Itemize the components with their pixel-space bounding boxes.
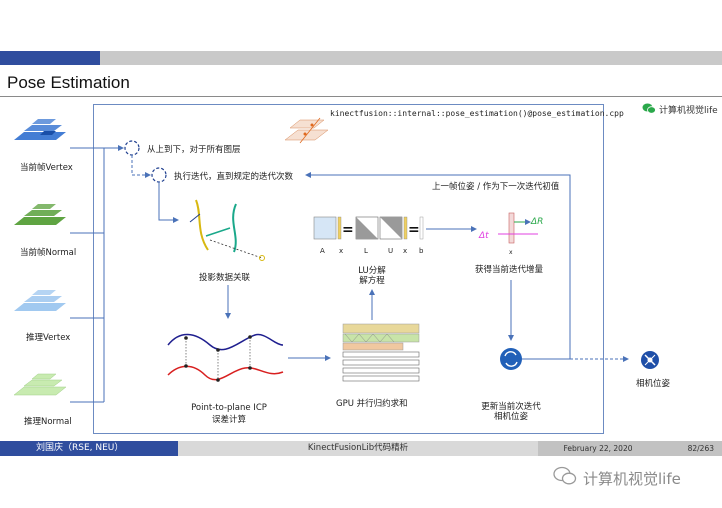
input-vertex-current-icon xyxy=(14,119,66,140)
projective-association-icon xyxy=(189,199,265,261)
icp-curves-icon xyxy=(167,333,284,382)
input-vertex-predicted-label: 推理Vertex xyxy=(26,333,71,343)
eq-operator-2: = xyxy=(408,222,420,238)
eq-sym-l: L xyxy=(364,247,368,255)
input-normal-predicted-label: 推理Normal xyxy=(24,417,72,427)
loop-iterations-label: 执行迭代，直到规定的迭代次数 xyxy=(174,172,294,182)
update-label-line1: 更新当前次迭代 xyxy=(481,402,541,412)
lu-label-line1: LU分解 xyxy=(358,266,386,276)
footer-date: February 22, 2020 xyxy=(538,441,658,456)
header-accent-bar xyxy=(0,51,100,65)
increment-label: 获得当前迭代增量 xyxy=(475,265,544,275)
icp-label-line2: 误差计算 xyxy=(211,415,246,425)
eq-sym-b: b xyxy=(419,247,424,255)
delta-t-label: Δt xyxy=(478,231,489,241)
icp-label-line1: Point-to-plane ICP xyxy=(191,403,267,413)
input-normal-current-label: 当前帧Normal xyxy=(20,248,77,258)
wechat-watermark-icon xyxy=(553,466,577,485)
loop-layers-label: 从上到下，对于所有图层 xyxy=(147,145,241,155)
pyramid-icon xyxy=(284,117,329,144)
eq-operator-1: = xyxy=(342,222,354,238)
wechat-icon xyxy=(642,103,656,114)
increment-icon xyxy=(498,212,538,244)
footer-subject: KinectFusionLib代码精析 xyxy=(178,441,538,456)
camera-pose-icon xyxy=(641,351,659,369)
loop-iterations-icon xyxy=(151,167,167,183)
association-label: 投影数据关联 xyxy=(199,273,251,283)
watermark-small: 计算机视觉life xyxy=(659,106,718,116)
eq-sym-x1: x xyxy=(339,247,343,255)
eq-sym-x2: x xyxy=(403,247,407,255)
loop-layers-icon xyxy=(124,140,140,156)
update-pose-icon xyxy=(500,348,522,370)
diagram-frame xyxy=(93,104,604,434)
update-label-line2: 相机位姿 xyxy=(493,412,528,422)
output-label: 相机位姿 xyxy=(636,379,671,389)
eq-sym-a: A xyxy=(320,247,325,255)
gpu-reduction-icon xyxy=(342,323,420,382)
lu-equation-icon xyxy=(313,216,424,240)
input-normal-predicted-icon xyxy=(13,373,67,396)
delta-r-label: ΔR xyxy=(530,217,543,227)
feedback-label: 上一帧位姿 / 作为下一次迭代初值 xyxy=(432,182,560,192)
watermark-large: 计算机视觉life xyxy=(583,470,681,488)
gpu-reduction-label: GPU 并行归约求和 xyxy=(336,399,408,409)
footer-author: 刘国庆（RSE, NEU） xyxy=(0,441,178,456)
increment-x-label: x xyxy=(509,249,513,256)
header-bar xyxy=(100,51,722,65)
input-normal-current-icon xyxy=(14,204,66,225)
input-vertex-current-label: 当前帧Vertex xyxy=(20,163,73,173)
page-title: Pose Estimation xyxy=(7,73,130,92)
title-divider xyxy=(0,96,722,97)
footer-page-number: 82/263 xyxy=(658,441,722,456)
lu-label-line2: 解方程 xyxy=(359,276,385,286)
input-vertex-predicted-icon xyxy=(14,290,66,311)
eq-sym-u: U xyxy=(388,247,393,255)
function-name: kinectfusion::internal::pose_estimation(… xyxy=(330,109,624,118)
